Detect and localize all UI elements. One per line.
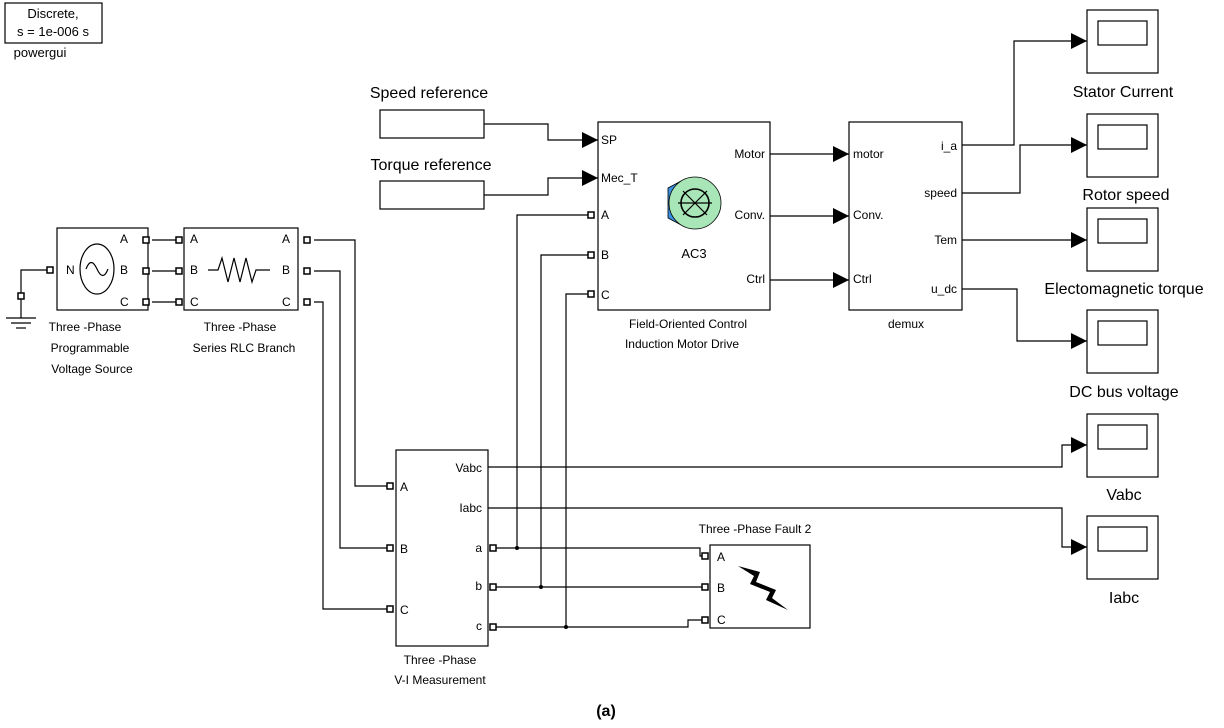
lightning-icon [738, 566, 788, 610]
fault-port-c: C [717, 613, 726, 627]
drive-input-mect: Mec_T [601, 171, 638, 185]
vi-scope-signals [488, 437, 1087, 555]
demux-output-tem: Tem [934, 233, 957, 247]
rlc-vi-wires [314, 239, 388, 610]
scope-iabc[interactable]: Iabc [1086, 515, 1159, 607]
vi-input-a: A [400, 480, 408, 494]
vi-measurement-block[interactable]: A B C Vabc Iabc a b c Three -Phase V-I M… [394, 449, 489, 687]
ground-icon [6, 269, 49, 329]
speed-reference-label: Speed reference [370, 85, 488, 102]
demux-name: demux [888, 317, 924, 331]
demux-input-ctrl: Ctrl [853, 272, 872, 286]
vi-input-c: C [400, 603, 409, 617]
demux-scope-signals [962, 33, 1087, 349]
scope-em-torque-label: Electomagnetic torque [1044, 281, 1203, 298]
rlc-port-a-out: A [282, 232, 290, 246]
drive-output-conv: Conv. [735, 208, 765, 222]
powergui-line1: Discrete, [27, 6, 78, 21]
drive-output-ctrl: Ctrl [746, 272, 765, 286]
drive-input-a: A [601, 208, 609, 222]
scope-rotor-speed-label: Rotor speed [1082, 187, 1169, 204]
powergui-line2: s = 1e-006 s [17, 24, 89, 39]
vi-drive-fault-wires [496, 214, 702, 629]
vi-output-iabc: Iabc [459, 501, 482, 515]
scope-dc-bus-label: DC bus voltage [1069, 384, 1178, 401]
rlc-port-b-in: B [190, 263, 198, 277]
drive-name-2: Induction Motor Drive [625, 337, 739, 351]
rlc-port-b-out: B [282, 263, 290, 277]
rlc-name-1: Three -Phase [204, 320, 277, 334]
rlc-port-c-out: C [282, 295, 291, 309]
demux-output-ia: i_a [941, 139, 957, 153]
scope-dc-bus[interactable]: DC bus voltage [1069, 309, 1179, 401]
rlc-branch-block[interactable]: A B C A B C Three -Phase Series RLC Bran… [183, 227, 299, 355]
source-name-2: Programmable [51, 341, 130, 355]
port-markers [17, 211, 709, 631]
scope-em-torque[interactable]: Electomagnetic torque [1044, 207, 1204, 298]
powergui-block[interactable]: Discrete, s = 1e-006 s powergui [4, 2, 103, 60]
torque-reference-label: Torque reference [371, 157, 492, 174]
vi-output-b: b [475, 579, 482, 593]
scope-rotor-speed[interactable]: Rotor speed [1082, 113, 1170, 204]
scope-stator-current-label: Stator Current [1073, 84, 1174, 101]
demux-output-udc: u_dc [931, 282, 957, 296]
fault-port-a: A [717, 550, 725, 564]
drive-center-label: AC3 [681, 246, 706, 261]
drive-input-sp: SP [601, 133, 617, 147]
drive-input-b: B [601, 248, 609, 262]
vi-input-b: B [400, 542, 408, 556]
vi-name-1: Three -Phase [404, 653, 477, 667]
drive-demux-signals [770, 146, 849, 288]
source-name-1: Three -Phase [49, 320, 122, 334]
source-neutral-label: N [66, 263, 75, 277]
motor-drive-icon [667, 176, 722, 230]
source-port-a-label: A [120, 232, 128, 246]
drive-name-1: Field-Oriented Control [629, 317, 747, 331]
three-phase-fault-block[interactable]: Three -Phase Fault 2 A B C [699, 522, 812, 629]
source-port-b-label: B [120, 263, 128, 277]
demux-output-speed: speed [924, 186, 957, 200]
fault-port-b: B [717, 581, 725, 595]
source-rlc-wires [152, 239, 176, 303]
figure-caption: (a) [596, 703, 616, 720]
source-name-3: Voltage Source [51, 362, 133, 376]
vi-output-c: c [476, 619, 482, 633]
demux-input-conv: Conv. [853, 208, 883, 222]
scope-iabc-label: Iabc [1109, 590, 1139, 607]
source-port-c-label: C [120, 295, 129, 309]
drive-input-c: C [601, 288, 610, 302]
three-phase-source-block[interactable]: N A B C Three -Phase Programmable Voltag… [49, 227, 149, 376]
vi-name-2: V-I Measurement [394, 673, 486, 687]
scope-stator-current[interactable]: Stator Current [1073, 9, 1174, 101]
rlc-name-2: Series RLC Branch [193, 341, 296, 355]
rlc-port-a-in: A [190, 232, 198, 246]
vi-output-vabc: Vabc [456, 461, 482, 475]
torque-reference-block[interactable]: Torque reference [371, 157, 492, 210]
foc-drive-block[interactable]: SP Mec_T A B C Motor Conv. Ctrl AC3 Fiel… [597, 121, 771, 351]
powergui-name: powergui [14, 45, 67, 60]
rlc-port-c-in: C [190, 295, 199, 309]
drive-output-motor: Motor [734, 147, 765, 161]
scope-vabc[interactable]: Vabc [1086, 413, 1159, 504]
demux-input-motor: motor [853, 147, 884, 161]
demux-block[interactable]: motor Conv. Ctrl i_a speed Tem u_dc demu… [848, 121, 963, 331]
speed-reference-block[interactable]: Speed reference [370, 85, 488, 139]
scope-vabc-label: Vabc [1106, 487, 1141, 504]
vi-output-a: a [475, 541, 482, 555]
reference-signals [484, 123, 598, 196]
fault-title: Three -Phase Fault 2 [699, 522, 812, 536]
